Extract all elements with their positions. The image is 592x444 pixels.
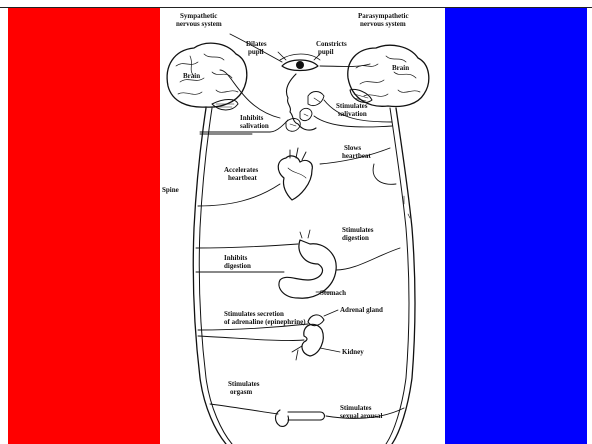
constricts-pupil-line1: Constricts: [316, 40, 347, 48]
parasympathetic-header-line2: nervous system: [360, 20, 406, 28]
stimulates-orgasm-line1: Stimulates: [228, 380, 260, 388]
face-and-salivary-glands: [286, 74, 324, 131]
sympathetic-spinal-cord-inner: [199, 108, 232, 444]
brain-left-label: Brain: [183, 72, 200, 80]
inhibits-salivation-line2: salivation: [240, 122, 269, 130]
sympathetic-spinal-cord: [193, 108, 226, 444]
accelerates-heartbeat-line2: heartbeat: [228, 174, 257, 182]
dilates-pupil-line2: pupil: [248, 48, 264, 56]
blue-band: [445, 8, 587, 444]
heart: [278, 148, 312, 200]
sympathetic-nerves: [196, 34, 308, 414]
brain-right-label: Brain: [392, 64, 409, 72]
adrenal-secretion-line2: of adrenaline (epinephrine): [224, 318, 306, 326]
spine-label: Spine: [162, 186, 179, 194]
stomach-label: Stomach: [320, 289, 346, 297]
stimulates-arousal-line1: Stimulates: [340, 404, 372, 412]
inhibits-digestion-line1: Inhibits: [224, 254, 248, 262]
adrenal-gland-label: Adrenal gland: [340, 306, 383, 314]
constricts-pupil-line2: pupil: [318, 48, 334, 56]
accelerates-heartbeat-line1: Accelerates: [224, 166, 258, 174]
sympathetic-header-line2: nervous system: [176, 20, 222, 28]
left-brain: [167, 43, 247, 110]
right-brain: [348, 45, 429, 106]
parasympathetic-header-line1: Parasympathetic: [358, 12, 409, 20]
inhibits-salivation-line1: Inhibits: [240, 114, 264, 122]
genitals: [276, 410, 325, 426]
red-band: [8, 8, 160, 444]
eye: [280, 54, 320, 71]
sympathetic-header-line1: Sympathetic: [180, 12, 217, 20]
inhibits-digestion-line2: digestion: [224, 262, 251, 270]
parasympathetic-spinal-cord-inner: [386, 108, 409, 444]
slows-heartbeat-line1: Slows: [344, 144, 361, 152]
adrenal-secretion-line1: Stimulates secretion: [224, 310, 284, 318]
stimulates-digestion-line2: digestion: [342, 234, 369, 242]
kidney-label: Kidney: [342, 348, 364, 356]
nervous-system-diagram: Sympathetic nervous system Parasympathet…: [160, 8, 445, 444]
stimulates-salivation-line1: Stimulates: [336, 102, 368, 110]
stimulates-orgasm-line2: orgasm: [230, 388, 252, 396]
diagram-svg: Sympathetic nervous system Parasympathet…: [160, 8, 445, 444]
stomach: [279, 230, 336, 298]
stimulates-digestion-line1: Stimulates: [342, 226, 374, 234]
